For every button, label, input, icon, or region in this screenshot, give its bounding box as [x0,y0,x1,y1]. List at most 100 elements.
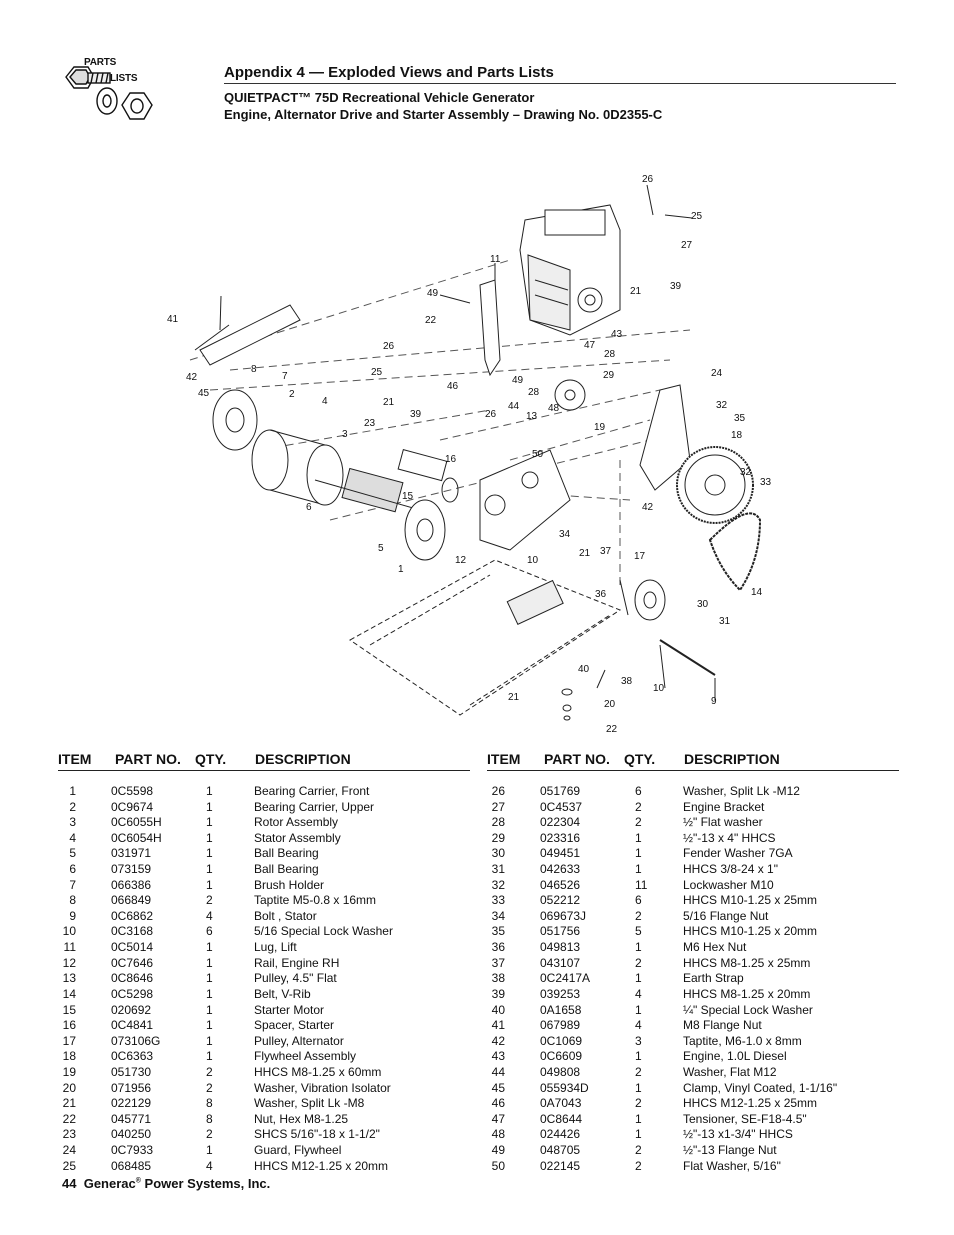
quantity: 2 [206,1064,213,1079]
callout-label: 10 [653,683,665,694]
quantity: 1 [635,1049,642,1064]
part-number: 022129 [111,1096,152,1111]
quantity: 5 [635,924,642,939]
part-number: 0C5598 [111,784,154,798]
description: Washer, Vibration Isolator [254,1080,391,1095]
item-number: 39 [491,986,505,1001]
quantity: 1 [206,784,213,798]
description: 5/16 Special Lock Washer [254,924,393,939]
part-number: 067989 [540,1018,581,1033]
quantity: 2 [635,1064,642,1079]
description: HHCS M12-1.25 x 20mm [254,1158,389,1173]
quantity: 1 [635,1002,642,1017]
callout-label: 28 [604,349,616,360]
item-number: 14 [62,986,76,1001]
item-number: 26 [491,784,505,798]
callout-label: 39 [670,281,682,292]
part-number: 0C6054H [111,830,162,845]
quantity: 8 [206,1111,213,1126]
callout-label: 38 [621,676,633,687]
item-number: 24 [62,1143,76,1158]
item-number: 11 [63,940,76,955]
item-number: 22 [62,1111,76,1126]
quantity: 1 [206,1033,213,1048]
item-number: 10 [62,924,76,939]
callout-label: 28 [528,387,540,398]
description: Ball Bearing [254,846,319,861]
quantity: 1 [206,1143,213,1158]
callout-label: 39 [410,409,422,420]
description: Clamp, Vinyl Coated, 1-1/16" [683,1080,838,1095]
part-number: 0C1069 [540,1033,583,1048]
quantity: 1 [635,1080,642,1095]
callout-label: 42 [642,502,654,513]
registered-mark: ® [135,1177,141,1185]
callout-label: 21 [630,286,642,297]
description: Pulley, Alternator [254,1033,344,1048]
part-number: 051756 [540,924,581,939]
description: Tensioner, SE-F18-4.5" [683,1111,807,1126]
part-number: 055934D [540,1080,589,1095]
item-number: 13 [62,971,76,986]
item-number: 49 [491,1143,505,1158]
item-number: 19 [62,1064,76,1079]
part-number: 040250 [111,1127,152,1142]
header-item: ITEM [58,751,92,767]
quantity: 2 [635,1143,642,1158]
callout-label: 22 [425,315,437,326]
quantity: 1 [206,986,213,1001]
quantity: 1 [635,862,642,877]
part-number: 0C3168 [111,924,154,939]
description: Engine Bracket [683,799,765,814]
quantity: 2 [635,908,642,923]
header-part-no: PART NO. [544,751,610,767]
callout-label: 26 [642,174,654,185]
callout-label: 34 [559,529,571,540]
quantity: 2 [206,893,213,908]
callout-label: 5 [378,543,384,554]
description: HHCS M10-1.25 x 25mm [683,893,818,908]
callout-label: 13 [526,411,538,422]
item-number: 29 [491,830,505,845]
callout-label: 26 [383,341,395,352]
logo-text-parts: PARTS [84,57,117,68]
callout-label: 27 [681,240,693,251]
part-number: 066849 [111,893,152,908]
part-number: 042633 [540,862,581,877]
quantity: 2 [635,955,642,970]
page-number: 44 [62,1176,77,1191]
quantity: 6 [206,924,213,939]
callout-label: 32 [716,400,728,411]
callout-label: 21 [383,397,395,408]
engine-block [519,204,621,336]
item-number: 34 [491,908,505,923]
item-number: 46 [491,1096,505,1111]
parts-lists-logo [65,66,153,120]
callout-label: 19 [594,422,606,433]
item-number: 7 [69,877,76,892]
part-number: 023316 [540,830,581,845]
item-number: 16 [62,1018,76,1033]
item-number: 43 [491,1049,505,1064]
part-number: 049813 [540,940,581,955]
table-header: ITEM PART NO. QTY. DESCRIPTION [487,748,899,771]
callout-label: 36 [595,589,607,600]
